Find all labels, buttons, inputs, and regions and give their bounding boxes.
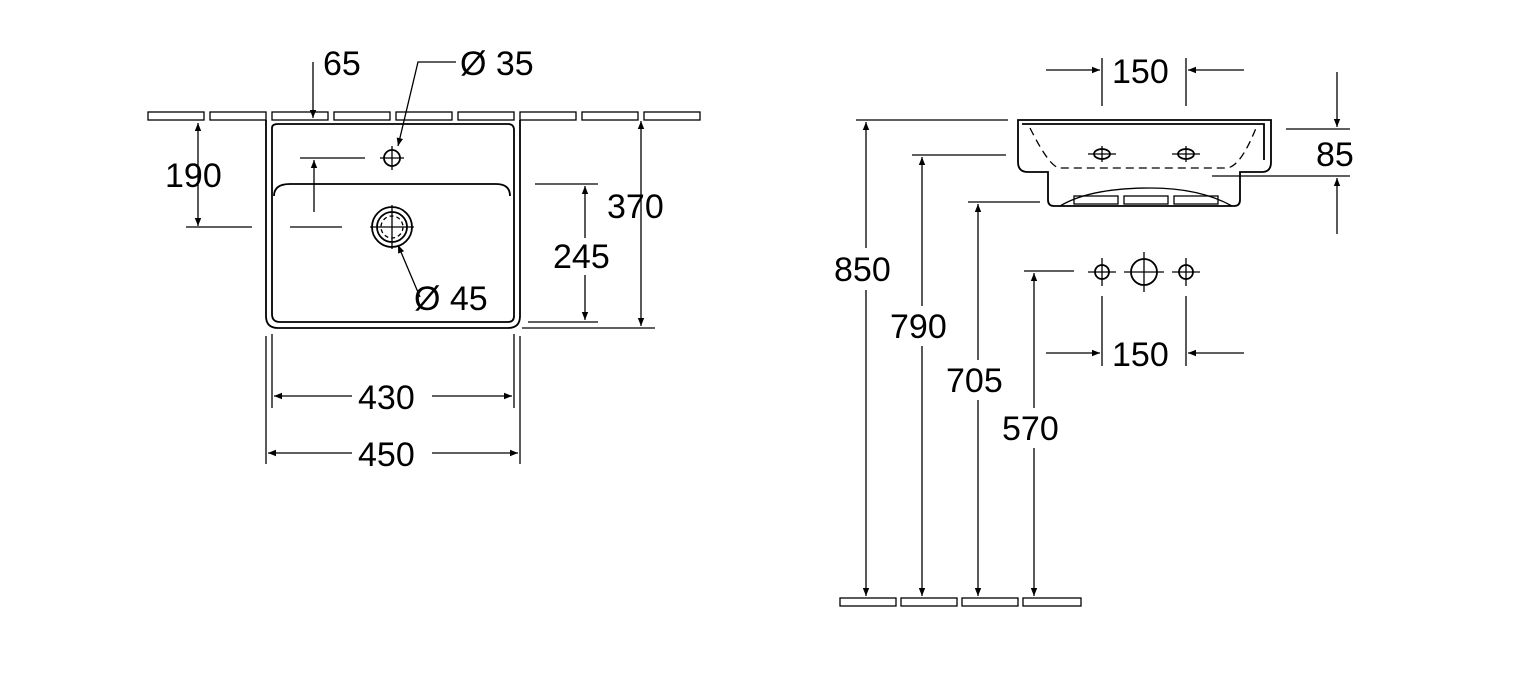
drain-hole [370, 205, 414, 249]
dim-rim-height-label: 85 [1316, 136, 1354, 174]
dim-tap-depth: 190 [165, 123, 365, 228]
side-tap-hole-left [1088, 146, 1116, 162]
dim-drain-hole: Ø 45 [397, 244, 488, 318]
dim-tap-hole: Ø 35 [396, 45, 534, 147]
dim-height-trap-label: 705 [946, 362, 1003, 400]
dim-height-trap: 705 [946, 204, 1003, 596]
dim-inner-width: 430 [271, 334, 515, 417]
wall-top-view [147, 111, 701, 121]
dim-inner-width-label: 430 [358, 379, 415, 417]
dim-drain-depth: 245 [528, 183, 610, 323]
dim-supply-spacing: 150 [1046, 296, 1244, 374]
side-tap-hole-right [1172, 146, 1200, 162]
waste-connection [1124, 252, 1164, 292]
dim-tap-spacing: 150 [1046, 53, 1244, 106]
dim-height-bowl-label: 790 [890, 308, 947, 346]
dim-rim-height: 85 [1212, 72, 1354, 234]
dim-height-supply: 570 [1002, 273, 1059, 596]
supply-connection-right [1172, 258, 1200, 286]
dim-width-label: 450 [358, 436, 415, 474]
dim-tap-spacing-label: 150 [1112, 53, 1169, 91]
top-view: 65 Ø 35 190 370 245 [147, 45, 701, 474]
basin-profile [1017, 119, 1272, 207]
dim-height-rim-label: 850 [834, 251, 891, 289]
dim-tap-hole-label: Ø 35 [460, 45, 534, 83]
dim-height-supply-label: 570 [1002, 410, 1059, 448]
tap-hole [380, 146, 404, 170]
reference-lines [856, 119, 1074, 272]
dim-tap-offset: 65 [309, 45, 361, 118]
dim-drain-hole-label: Ø 45 [414, 280, 488, 318]
floor [839, 597, 1082, 607]
dim-height-bowl: 790 [890, 157, 947, 596]
dim-tap-depth-label: 190 [165, 157, 222, 195]
supply-connection-left [1088, 258, 1116, 286]
dim-depth-label: 370 [607, 188, 664, 226]
dim-width: 450 [265, 336, 521, 474]
basin-outline-top [265, 120, 521, 329]
side-view: 150 85 850 [834, 53, 1354, 607]
dim-supply-spacing-label: 150 [1112, 336, 1169, 374]
dim-drain-depth-label: 245 [553, 238, 610, 276]
dim-height-rim: 850 [834, 122, 891, 596]
dim-depth: 370 [522, 121, 664, 329]
dim-tap-offset-label: 65 [323, 45, 361, 83]
